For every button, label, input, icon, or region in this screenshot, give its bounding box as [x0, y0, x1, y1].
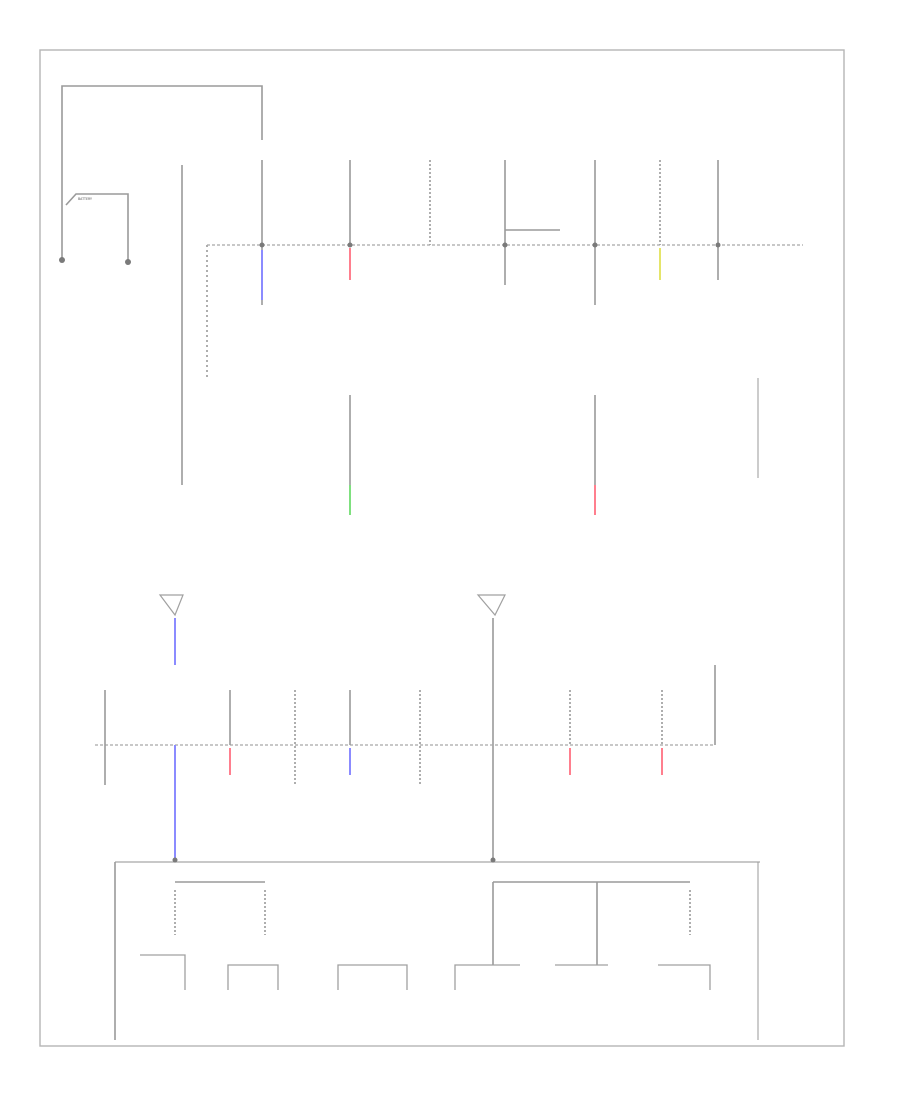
junction-node: [490, 857, 496, 863]
junction-nodes: [172, 242, 721, 863]
component-boxes: [140, 954, 711, 990]
junction-node: [347, 242, 353, 248]
junction-node: [592, 242, 598, 248]
right-junction-symbol: [476, 594, 506, 617]
junction-node: [502, 242, 508, 248]
component-box-4: [454, 964, 520, 990]
battery-connector: [125, 259, 131, 265]
battery-section: BATTERY: [59, 85, 263, 265]
battery-main-wire: [61, 85, 263, 260]
component-box-2: [227, 964, 279, 990]
junction-node: [259, 242, 265, 248]
left-junction-symbol: [158, 594, 184, 617]
component-box-1: [140, 954, 186, 990]
left-junction: [158, 594, 184, 665]
junction-node: [715, 242, 721, 248]
component-box-3: [337, 964, 408, 990]
component-box-6: [658, 964, 711, 990]
lower-fuse-row: [104, 690, 663, 860]
battery-branch-wire: [65, 193, 129, 262]
battery-label: BATTERY: [78, 197, 92, 201]
battery-ground: [59, 257, 65, 263]
diagram-frame: [39, 49, 845, 1047]
top-fuse-row: [261, 160, 719, 305]
junction-node: [172, 857, 178, 863]
right-junction: [476, 594, 506, 860]
